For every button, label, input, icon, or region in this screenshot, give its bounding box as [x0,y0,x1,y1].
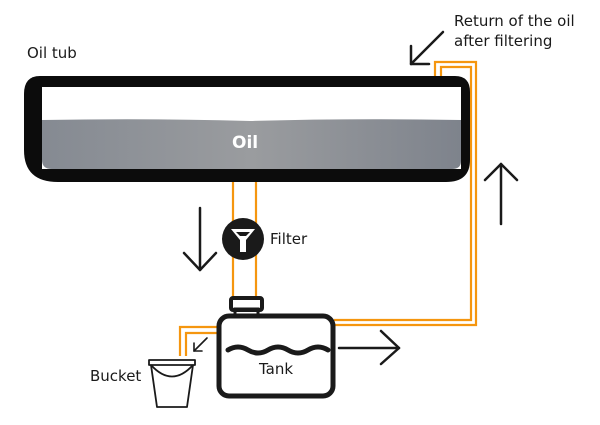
arrow-down-icon [182,206,218,272]
arrow-up-icon [483,162,519,226]
arrows [182,30,519,366]
arrow-right-icon [337,329,401,366]
filter-label: Filter [270,230,308,248]
oil-tub [24,76,470,182]
tank [216,296,336,399]
oil-label: Oil [232,133,259,153]
oil-tub-label: Oil tub [27,44,77,62]
tank-body [216,313,336,399]
bucket-icon [148,359,196,408]
return-label-line1: Return of the oil [454,12,575,30]
return-pipe-inner [334,65,473,322]
bucket-pipe-outer [178,325,217,356]
pipes [178,60,478,356]
funnel-icon [231,229,255,252]
oil-fill [42,119,461,169]
arrow-bucket-icon [193,337,208,352]
bucket-pipe-inner [184,331,217,356]
return-pipe-outer [334,60,478,327]
filter [222,218,264,260]
arrow-return-icon [409,30,445,66]
tank-label: Tank [259,360,294,378]
bucket-label: Bucket [90,367,142,385]
tank-liquid-wave [225,344,331,356]
return-label-line2: after filtering [454,32,553,50]
